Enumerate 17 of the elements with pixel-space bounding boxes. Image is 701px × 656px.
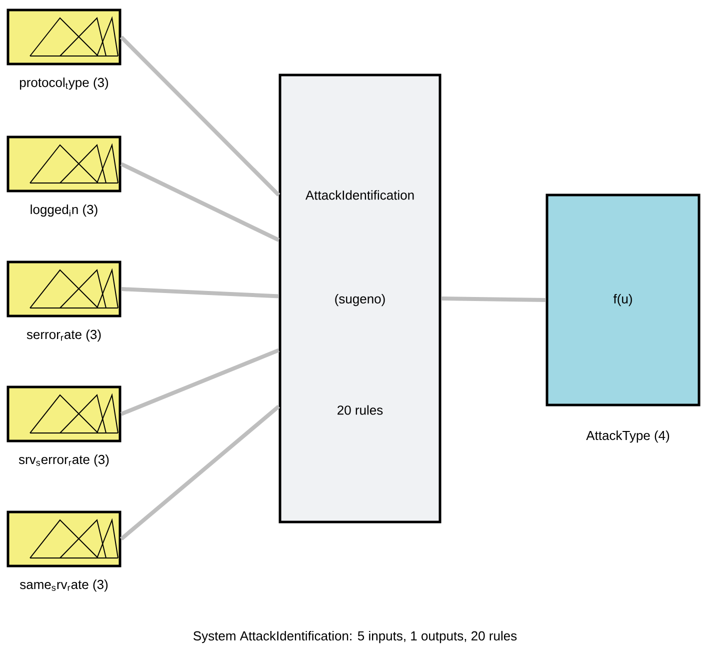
connector-line (120, 404, 280, 541)
output-label: AttackType (4) (586, 430, 670, 443)
connector-line (121, 287, 279, 298)
system-text: AttackIdentification (305, 190, 414, 200)
input-label: protocol$_{t}$ype (3) (20, 78, 108, 90)
system-text: 20 rules (338, 405, 383, 415)
input-label: logged$_{i}$n (3) (30, 204, 98, 217)
input-label: same$_{s}$rv$_{r}$ate (3) (20, 580, 108, 592)
function-label: f(u) (613, 294, 632, 306)
input-label: srv$_{s}$error$_{r}$ate (3) (18, 454, 109, 467)
connector-line (120, 348, 280, 416)
system-text: (sugeno) (335, 294, 385, 306)
connector-line (120, 36, 280, 197)
caption: System AttackIdentification: 5 inputs, 1 outputs, 20 rules (194, 630, 517, 644)
input-label: serror$_{r}$ate (3) (26, 330, 101, 342)
connector-line (120, 162, 280, 242)
connector-line (441, 296, 546, 302)
